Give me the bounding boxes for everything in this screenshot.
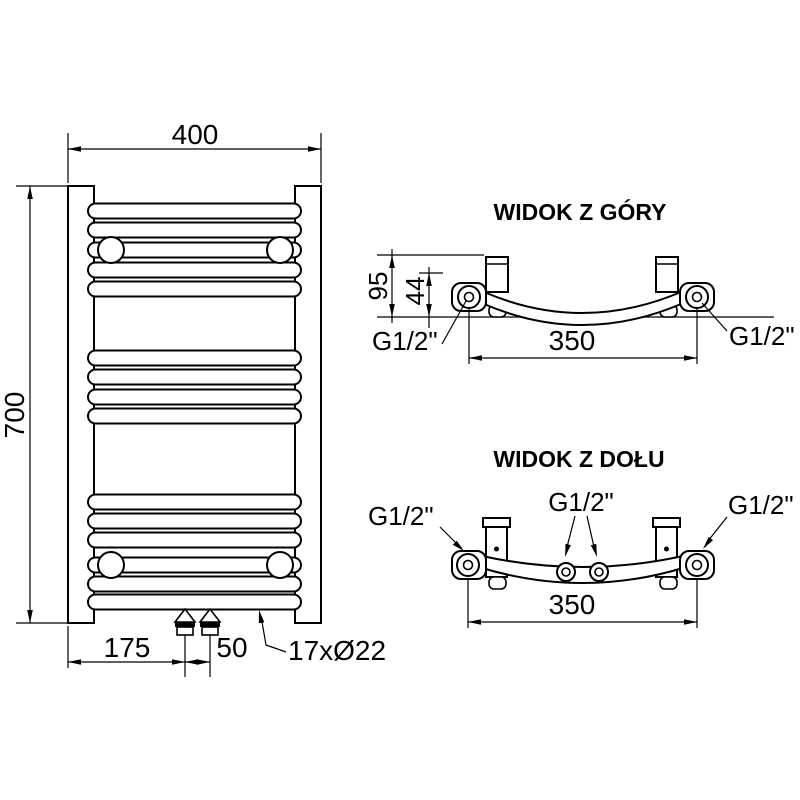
arrowhead xyxy=(684,355,697,361)
tube-spec-label: 17xØ22 xyxy=(288,635,386,666)
front-view: 400 700 xyxy=(0,119,386,677)
connector-bottom-left xyxy=(451,550,487,580)
dim-span-350-top: 350 xyxy=(468,309,698,364)
rung xyxy=(87,407,302,425)
radiator-front xyxy=(67,185,322,624)
curved-tube-bottom xyxy=(481,554,684,584)
bracket-bottom-right xyxy=(652,517,681,590)
dim-175-label: 175 xyxy=(104,632,151,663)
g12-top-left-label: G1/2" xyxy=(372,326,438,356)
thread-callout-top-left: G1/2" xyxy=(372,300,467,356)
connector-top-right xyxy=(679,282,715,312)
dim-350-top-label: 350 xyxy=(549,325,596,356)
arrowhead xyxy=(258,610,265,624)
dim-400-label: 400 xyxy=(172,119,219,150)
g12-bottom-left-label: G1/2" xyxy=(368,501,434,531)
thread-callout-bottom-left: G1/2" xyxy=(368,501,464,551)
arrowhead xyxy=(468,619,481,625)
rung xyxy=(87,280,302,298)
rung xyxy=(87,221,302,239)
arrowhead xyxy=(684,619,697,625)
valve-left xyxy=(173,607,197,677)
arrowhead xyxy=(389,255,395,268)
thread-callout-top-right: G1/2" xyxy=(701,302,795,351)
dim-height-700: 700 xyxy=(0,185,94,624)
right-collector-tube xyxy=(294,185,322,624)
arrowhead xyxy=(703,536,713,549)
arrowhead xyxy=(172,659,185,665)
bottom-view: WIDOK Z DOŁU xyxy=(368,446,794,628)
g12-bottom-center-label: G1/2" xyxy=(548,487,614,517)
rung xyxy=(87,512,302,530)
arrowhead xyxy=(27,610,33,623)
rung xyxy=(87,531,302,549)
dim-95-label: 95 xyxy=(363,272,393,301)
arrowhead xyxy=(27,186,33,199)
arrowhead xyxy=(68,146,81,152)
arrowhead xyxy=(68,659,81,665)
dim-valve-spacing-50: 50 xyxy=(185,632,248,665)
dim-700-label: 700 xyxy=(0,392,30,439)
arrowhead xyxy=(308,146,321,152)
rung xyxy=(87,556,302,574)
g12-bottom-right-label: G1/2" xyxy=(728,490,794,520)
arrowhead xyxy=(389,304,395,317)
rung xyxy=(87,241,302,259)
rung xyxy=(87,593,302,611)
arrowhead xyxy=(590,543,597,557)
wall-bracket xyxy=(266,236,294,264)
arrowhead xyxy=(565,543,571,557)
thread-callout-bottom-center: G1/2" xyxy=(548,487,614,557)
arrowhead xyxy=(197,659,210,665)
center-connection-right xyxy=(589,562,609,582)
connector-top-left xyxy=(451,282,487,312)
rung xyxy=(87,202,302,220)
top-view-title: WIDOK Z GÓRY xyxy=(494,198,667,225)
top-view: WIDOK Z GÓRY 95 44 xyxy=(363,198,795,364)
arrowhead xyxy=(426,304,432,317)
tube-spec-callout: 17xØ22 xyxy=(258,610,386,666)
dim-44-label: 44 xyxy=(400,277,430,306)
curved-tube-top xyxy=(483,290,682,326)
bottom-view-title: WIDOK Z DOŁU xyxy=(493,446,664,472)
rung xyxy=(87,575,302,593)
bracket-bottom-left xyxy=(482,517,511,590)
dim-width-400: 400 xyxy=(67,119,322,183)
dim-valve-offset-175: 175 xyxy=(67,626,185,668)
arrowhead xyxy=(452,540,464,551)
rung xyxy=(87,493,302,511)
dim-span-350-bottom: 350 xyxy=(467,580,698,628)
dim-50-label: 50 xyxy=(216,632,247,663)
rung xyxy=(87,368,302,386)
wall-bracket xyxy=(266,551,294,579)
rung xyxy=(87,261,302,279)
thread-callout-bottom-right: G1/2" xyxy=(703,490,794,549)
wall-bracket xyxy=(97,236,125,264)
dim-350-bottom-label: 350 xyxy=(549,589,596,620)
rung xyxy=(87,388,302,406)
wall-bracket xyxy=(97,551,125,579)
connector-bottom-right xyxy=(679,550,715,580)
valve-right xyxy=(198,607,222,677)
left-collector-tube xyxy=(67,185,95,624)
dim-depth-95: 95 xyxy=(363,249,395,323)
rung xyxy=(87,349,302,367)
dim-pipe-axis-44: 44 xyxy=(400,267,432,328)
arrowhead xyxy=(426,273,432,286)
center-connection-left xyxy=(556,562,576,582)
g12-top-right-label: G1/2" xyxy=(729,321,795,351)
arrowhead xyxy=(469,355,482,361)
arrowhead xyxy=(185,659,198,665)
